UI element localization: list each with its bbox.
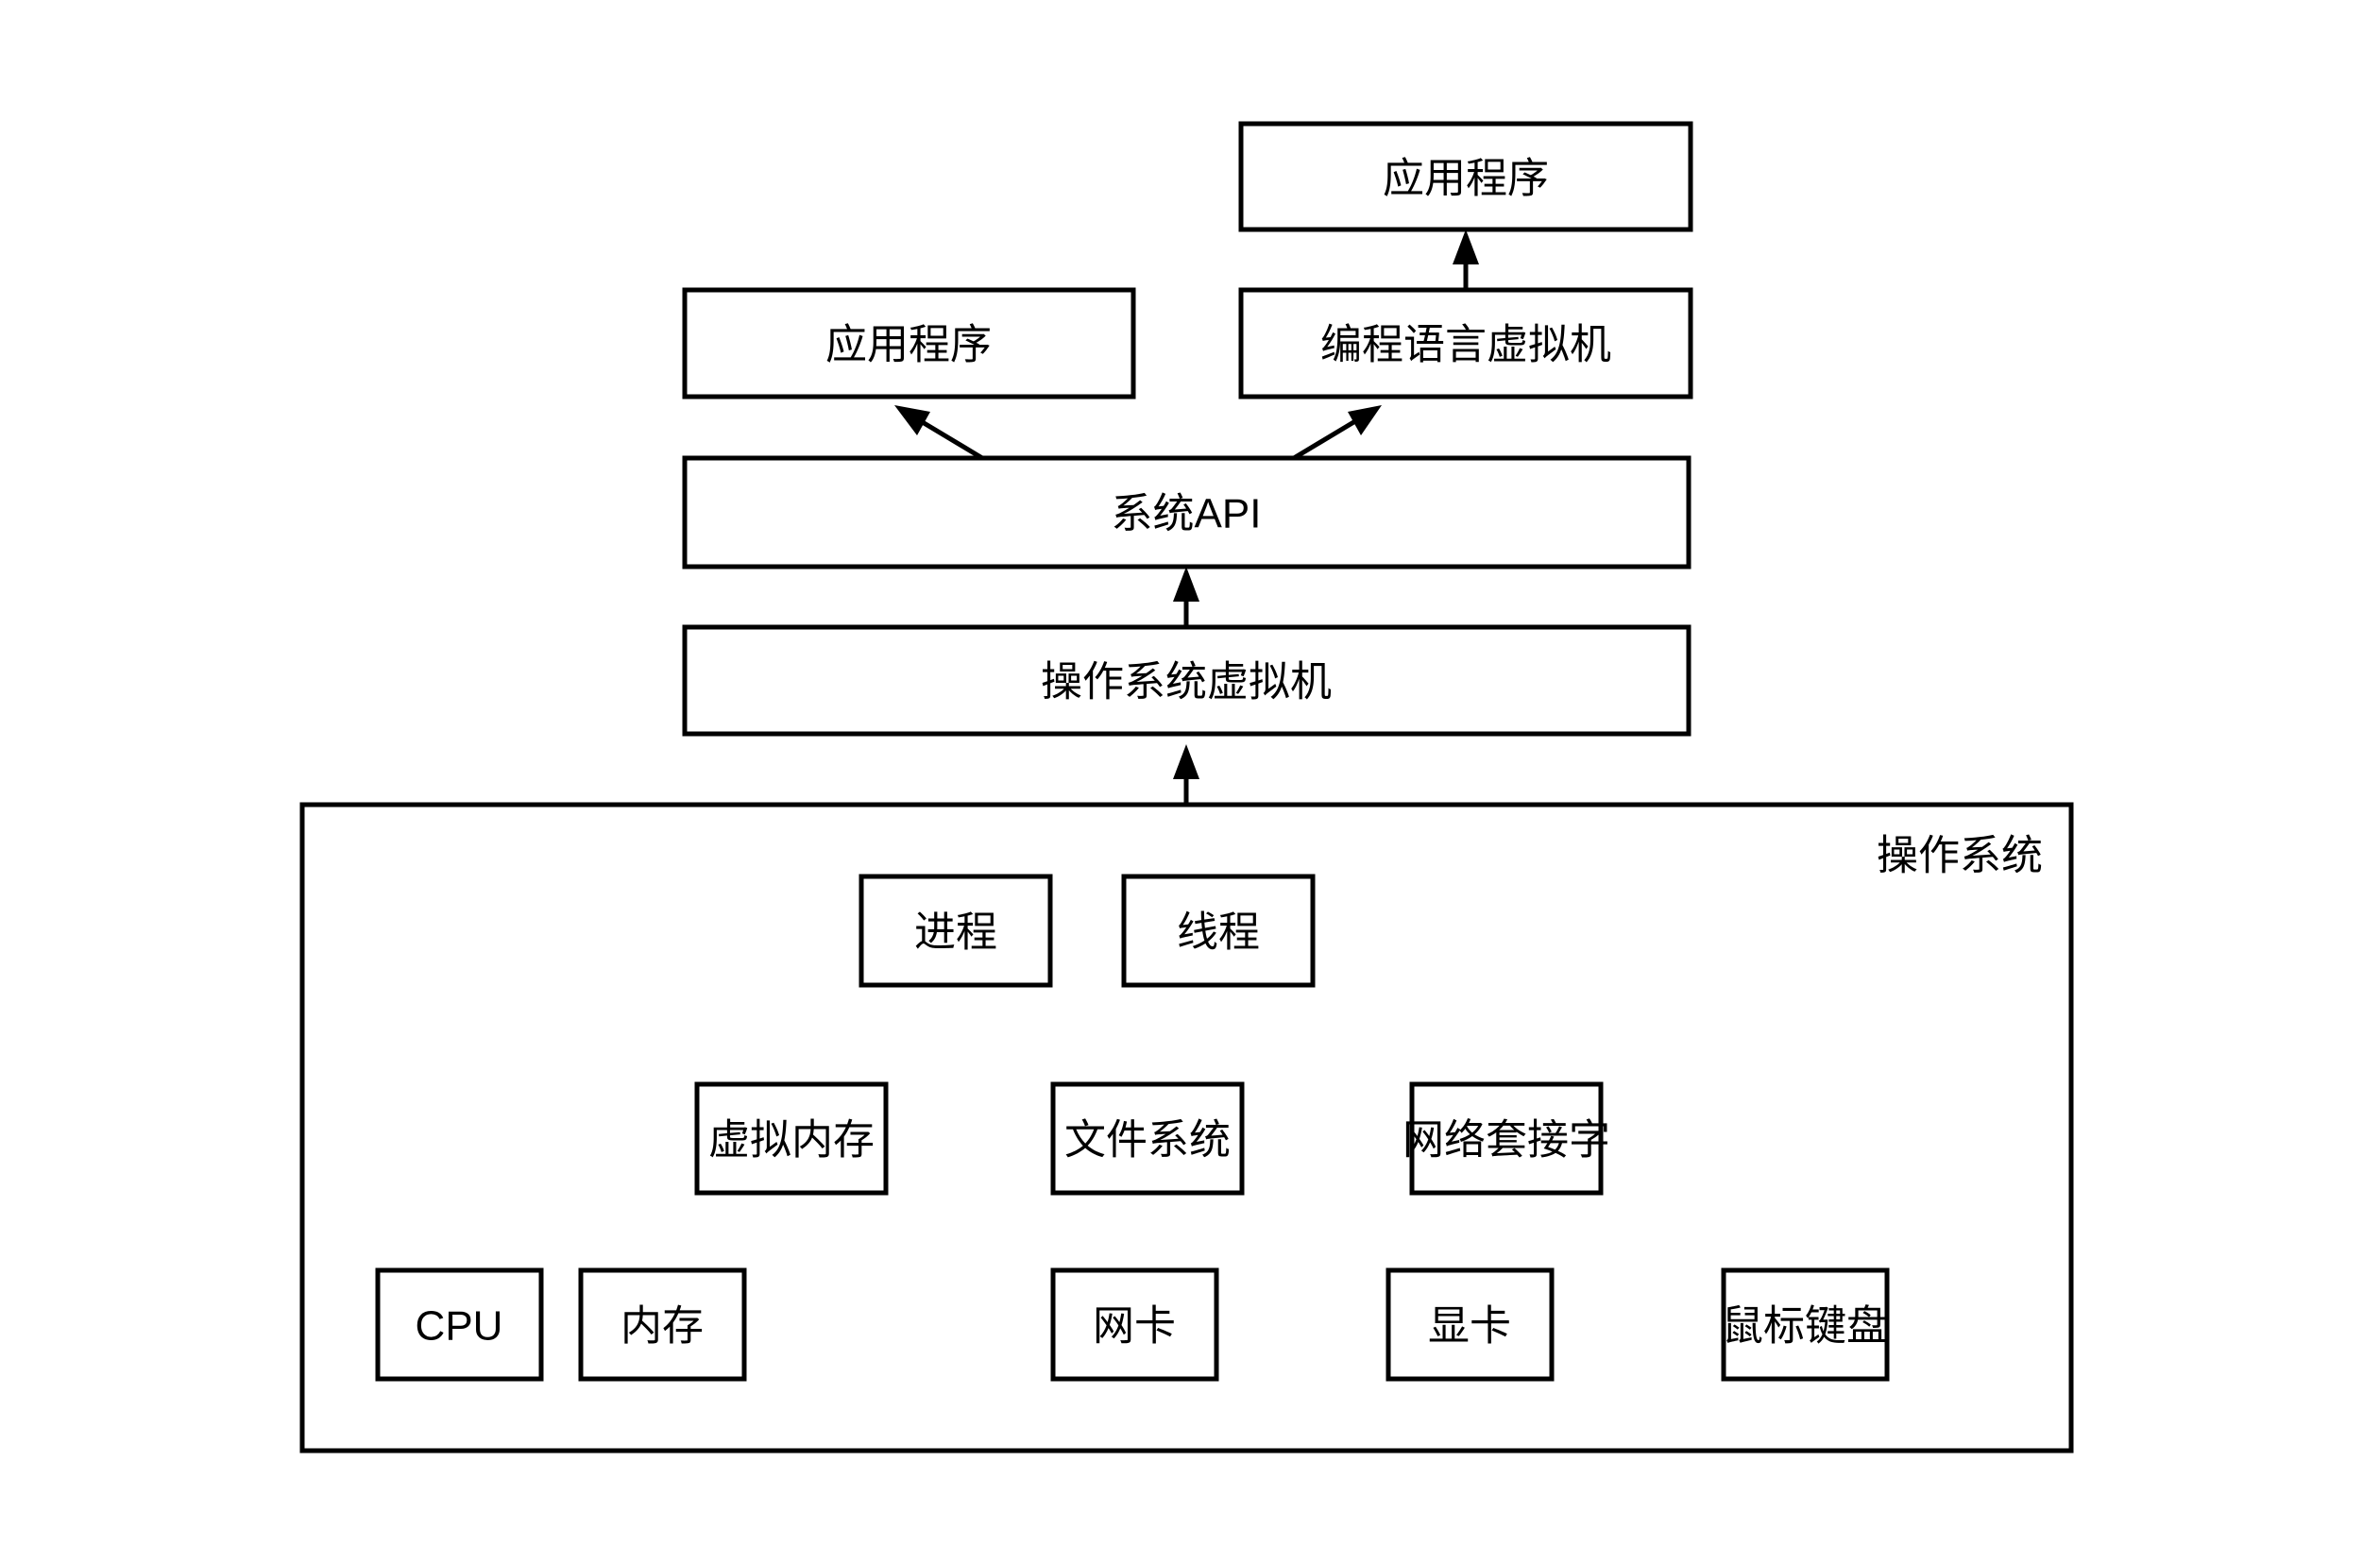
node-process-label: 进程	[914, 910, 997, 956]
node-language-vm-rect	[1238, 287, 1693, 400]
node-app-left-rect	[682, 287, 1136, 400]
node-cpu-label: CPU	[416, 1303, 503, 1350]
node-app-top-label: 应用程序	[1383, 156, 1549, 202]
node-os-vm[interactable]: 操作系统虚拟机	[682, 624, 1692, 737]
node-app-top[interactable]: 应用程序	[1238, 121, 1693, 232]
node-virtual-memory[interactable]: 虚拟内存	[694, 1081, 889, 1196]
node-file-system-label: 文件系统	[1064, 1117, 1231, 1164]
node-cpu-rect	[375, 1267, 544, 1382]
node-os-vm-label: 操作系统虚拟机	[1041, 659, 1332, 706]
node-network-socket-rect	[1409, 1081, 1604, 1196]
operating-system-group-label: 操作系统	[1877, 833, 2043, 879]
node-virtual-memory-label: 虚拟内存	[708, 1117, 875, 1164]
node-language-vm[interactable]: 编程语言虚拟机	[1238, 287, 1693, 400]
node-graphics-card-rect	[1386, 1267, 1555, 1382]
node-thread[interactable]: 线程	[1121, 874, 1316, 988]
node-memory-rect	[578, 1267, 747, 1382]
node-network-socket-label: 网络套接字	[1402, 1117, 1610, 1164]
node-graphics-card[interactable]: 显卡	[1386, 1267, 1555, 1382]
node-os-vm-rect	[682, 624, 1692, 737]
node-graphics-card-label: 显卡	[1428, 1303, 1511, 1350]
node-cpu[interactable]: CPU	[375, 1267, 544, 1382]
node-system-api-label: 系统API	[1112, 491, 1262, 537]
node-system-api[interactable]: 系统API	[682, 455, 1692, 570]
edge-osvm-to-sysapi	[1173, 567, 1199, 627]
edge-sysapi-to-appleft	[894, 405, 984, 461]
node-thread-label: 线程	[1177, 910, 1260, 956]
node-network-socket[interactable]: 网络套接字	[1402, 1081, 1610, 1196]
node-mouse-keyboard-rect	[1721, 1267, 1890, 1382]
node-file-system-rect	[1050, 1081, 1245, 1196]
edge-langvm-to-apptop	[1453, 230, 1479, 290]
node-network-card-label: 网卡	[1093, 1303, 1176, 1350]
node-network-card[interactable]: 网卡	[1050, 1267, 1219, 1382]
node-app-left-label: 应用程序	[825, 322, 992, 368]
node-process[interactable]: 进程	[858, 874, 1053, 988]
node-memory-label: 内存	[620, 1303, 704, 1350]
node-network-card-rect	[1050, 1267, 1219, 1382]
node-memory[interactable]: 内存	[578, 1267, 747, 1382]
edge-sysapi-to-langvm	[1292, 405, 1382, 461]
node-process-rect	[858, 874, 1053, 988]
edge-layer	[894, 230, 1479, 805]
node-mouse-keyboard-label: 鼠标键盘	[1722, 1303, 1888, 1350]
node-virtual-memory-rect	[694, 1081, 889, 1196]
node-app-top-rect	[1238, 121, 1693, 232]
node-mouse-keyboard[interactable]: 鼠标键盘	[1721, 1267, 1890, 1382]
node-app-left[interactable]: 应用程序	[682, 287, 1136, 400]
node-file-system[interactable]: 文件系统	[1050, 1081, 1245, 1196]
edge-os-to-osvm	[1173, 744, 1199, 805]
node-thread-rect	[1121, 874, 1316, 988]
node-language-vm-label: 编程语言虚拟机	[1320, 322, 1611, 368]
node-system-api-rect	[682, 455, 1692, 570]
